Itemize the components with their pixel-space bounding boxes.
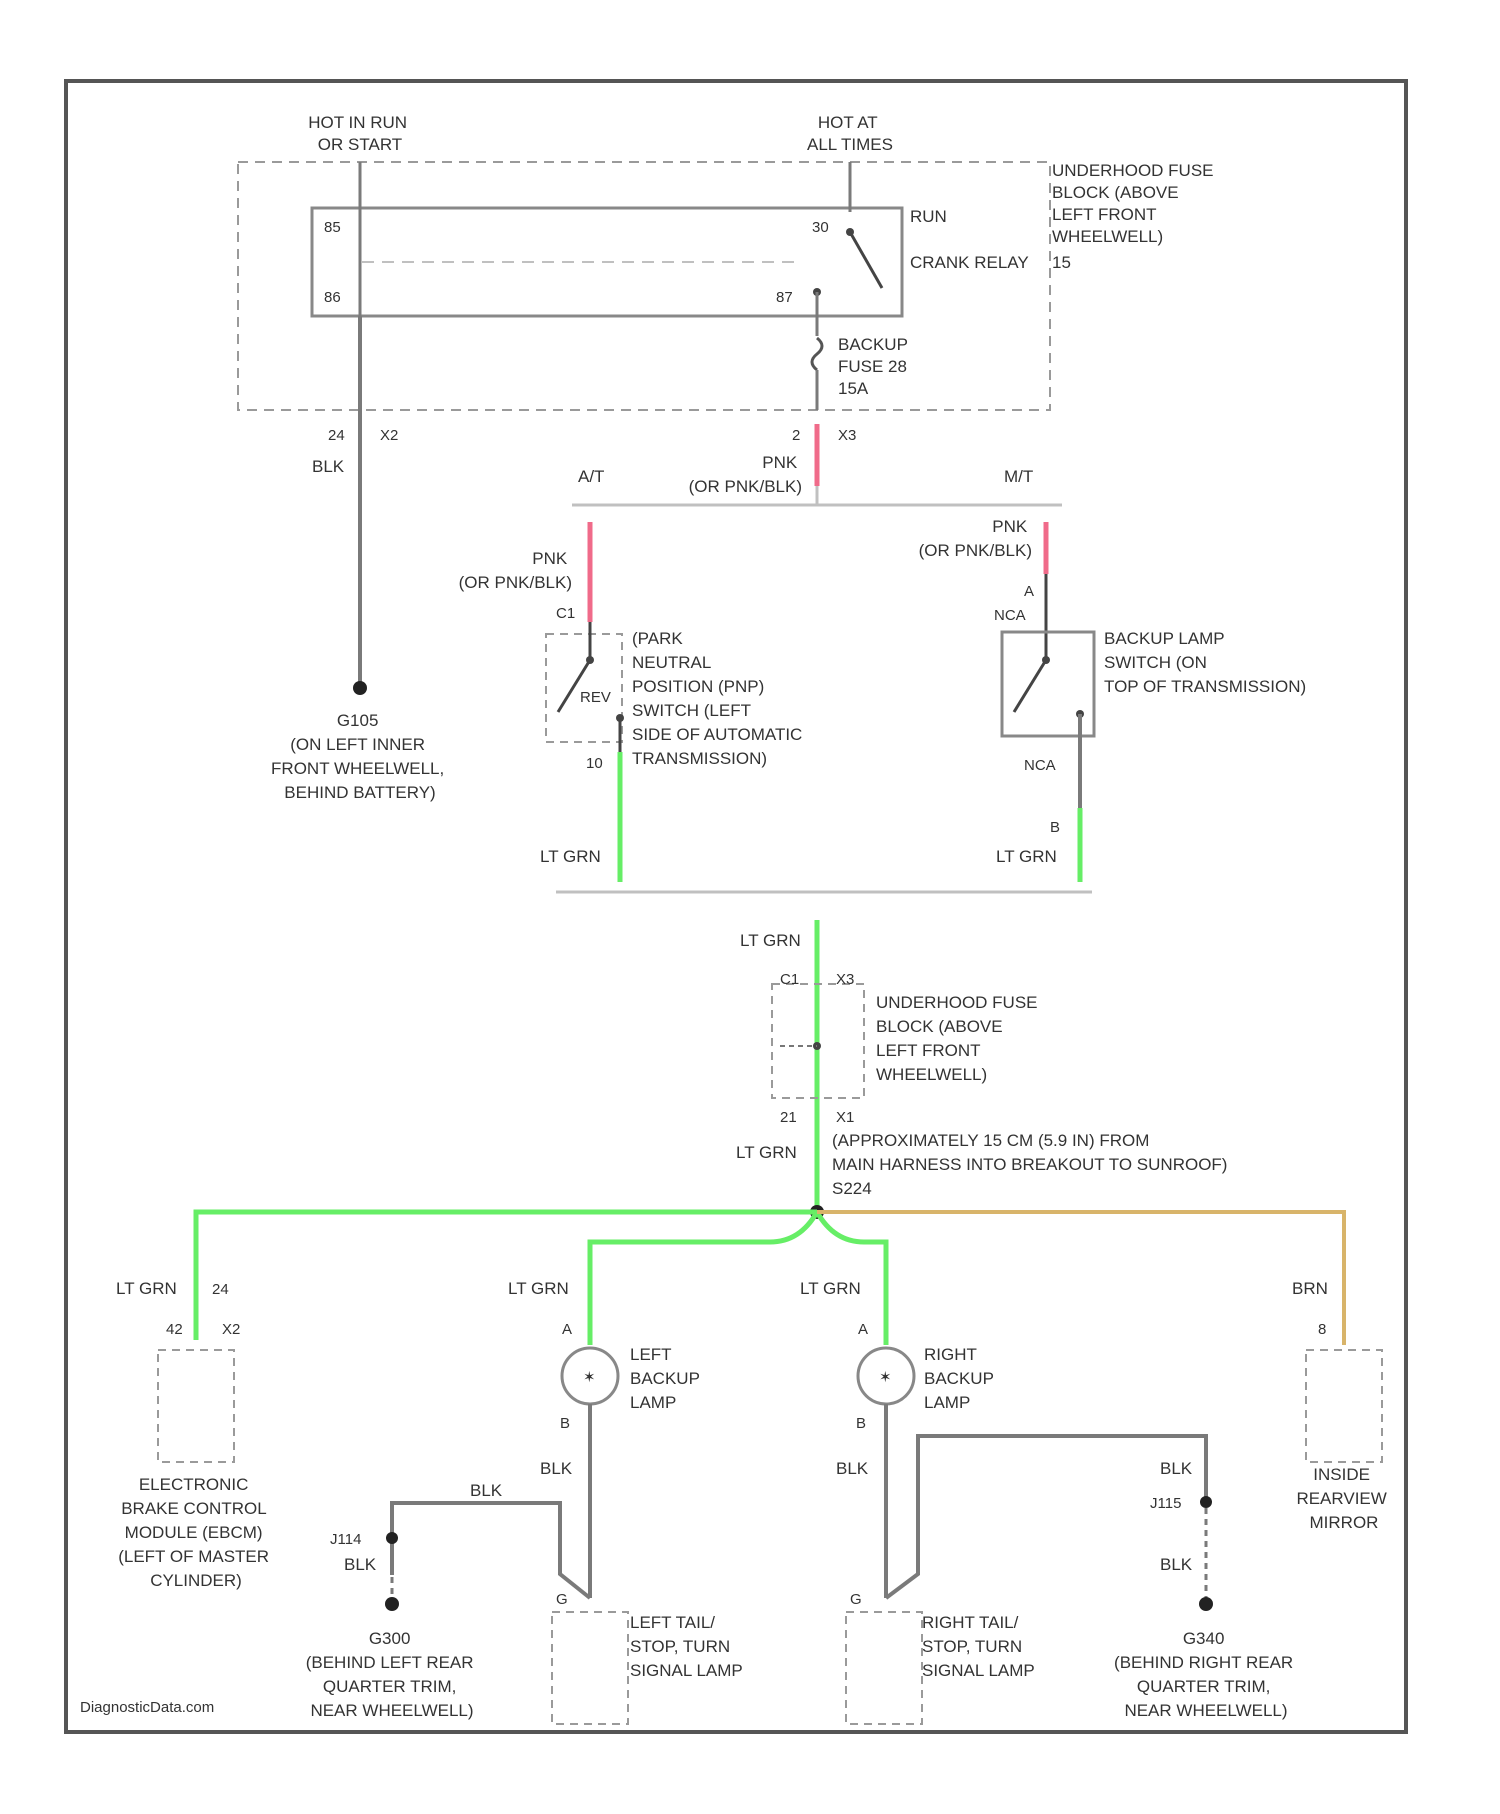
pnp-pin-c1: C1 xyxy=(556,605,575,622)
underhood-fuse-block-label: UNDERHOOD FUSE BLOCK (ABOVE LEFT FRONT W… xyxy=(1052,161,1218,246)
left-tail-lamp-label: LEFT TAIL/ STOP, TURN SIGNAL LAMP xyxy=(630,1613,743,1680)
splice-wire-label: LT GRN xyxy=(736,1143,797,1162)
right-ground-wire-label: BLK xyxy=(1160,1555,1193,1574)
ground-g300-dot xyxy=(385,1597,399,1611)
backup-switch-label: BACKUP LAMP SWITCH (ON TOP OF TRANSMISSI… xyxy=(1104,629,1306,696)
backup-switch-nca-bottom: NCA xyxy=(1024,757,1056,774)
ebcm-label: ELECTRONIC BRAKE CONTROL MODULE (EBCM) (… xyxy=(118,1475,274,1590)
backup-switch-out-wire-label: LT GRN xyxy=(996,847,1057,866)
ebcm-box xyxy=(158,1350,234,1462)
right-tail-lamp-box xyxy=(846,1612,922,1724)
fuse-block2-label: UNDERHOOD FUSE BLOCK (ABOVE LEFT FRONT W… xyxy=(876,993,1042,1084)
pin-30: 30 xyxy=(812,219,829,236)
splice-j115-dot xyxy=(1200,1496,1212,1508)
backup-switch-nca-top: NCA xyxy=(994,607,1026,624)
pnp-out-wire-label: LT GRN xyxy=(540,847,601,866)
ebcm-wire-label: LT GRN xyxy=(116,1279,177,1298)
run-label: RUN xyxy=(910,207,947,226)
hot-run-start-label: HOT IN RUN OR START xyxy=(308,113,412,154)
left-lamp-pin-b: B xyxy=(560,1415,570,1432)
backup-switch-pin-b: B xyxy=(1050,819,1060,836)
ebcm-conn: X2 xyxy=(222,1321,240,1338)
branch-at-label: A/T xyxy=(578,467,604,486)
right-tail-lamp-label: RIGHT TAIL/ STOP, TURN SIGNAL LAMP xyxy=(922,1613,1035,1680)
backup-fuse-symbol xyxy=(812,338,822,370)
ground-g340-label: G340 (BEHIND RIGHT REAR QUARTER TRIM, NE… xyxy=(1114,1629,1298,1720)
merge-wire-label: LT GRN xyxy=(740,931,801,950)
fuse-block2-conn-x3: X3 xyxy=(836,971,854,988)
right-lamp-bulb-glyph: ✶ xyxy=(879,1369,892,1386)
ebcm-pin: 42 xyxy=(166,1321,183,1338)
pnp-switch-label: (PARK NEUTRAL POSITION (PNP) SWITCH (LEF… xyxy=(632,629,807,768)
mirror-label: INSIDE REARVIEW MIRROR xyxy=(1296,1465,1391,1532)
relay-switch-arm xyxy=(850,232,882,288)
wire-right-tail-ground xyxy=(886,1436,1206,1598)
left-lamp-wire-label: LT GRN xyxy=(508,1279,569,1298)
mirror-wire-label: BRN xyxy=(1292,1279,1328,1298)
left-tail-pin: G xyxy=(556,1591,568,1608)
left-lamp-out-wire-label: BLK xyxy=(540,1459,573,1478)
right-lamp-wire-label: LT GRN xyxy=(800,1279,861,1298)
left-lamp-pin-a: A xyxy=(562,1321,572,1338)
pnp-pin-10: 10 xyxy=(586,755,603,772)
pin-85: 85 xyxy=(324,219,341,236)
pnp-rev-label: REV xyxy=(580,689,611,706)
watermark: DiagnosticData.com xyxy=(80,1699,214,1716)
ground-g105-label: G105 (ON LEFT INNER FRONT WHEELWELL, BEH… xyxy=(271,711,449,802)
pnp-wire-label: PNK (OR PNK/BLK) xyxy=(459,549,572,592)
right-tail-pin: G xyxy=(850,1591,862,1608)
left-ground-wire-label: BLK xyxy=(344,1555,377,1574)
left-ground-top-wire: BLK xyxy=(470,1481,503,1500)
wire-left-tail-ground xyxy=(392,1503,590,1598)
left-conn-x2: X2 xyxy=(380,427,398,444)
splice-j114-dot xyxy=(386,1532,398,1544)
backup-switch-wire-label: PNK (OR PNK/BLK) xyxy=(919,517,1032,560)
pnp-switch-outline xyxy=(546,634,622,742)
right-pin-2: 2 xyxy=(792,427,800,444)
backup-fuse-label: BACKUP FUSE 28 15A xyxy=(838,335,912,398)
ground-g340-dot xyxy=(1199,1597,1213,1611)
left-pin-24: 24 xyxy=(328,427,345,444)
left-lamp-bulb-glyph: ✶ xyxy=(583,1369,596,1386)
right-lamp-pin-a: A xyxy=(858,1321,868,1338)
ground-g105-dot xyxy=(353,681,367,695)
splice-j114-label: J114 xyxy=(330,1531,361,1548)
blk-label-top: BLK xyxy=(312,457,345,476)
ground-g300-label: G300 (BEHIND LEFT REAR QUARTER TRIM, NEA… xyxy=(306,1629,479,1720)
splice-note: (APPROXIMATELY 15 CM (5.9 IN) FROM MAIN … xyxy=(832,1131,1227,1174)
fuse-block2-pin-c1: C1 xyxy=(780,971,799,988)
splice-j115-label: J115 xyxy=(1150,1495,1181,1512)
right-lamp-out-wire-label: BLK xyxy=(836,1459,869,1478)
backup-switch-pin-a: A xyxy=(1024,583,1034,600)
relay-ref-label: 15 xyxy=(1052,253,1071,272)
backup-switch-arm xyxy=(1014,660,1046,712)
mirror-box xyxy=(1306,1350,1382,1462)
wire-to-left-lamp xyxy=(590,1212,817,1345)
branch-mt-label: M/T xyxy=(1004,467,1033,486)
crank-relay-label: CRANK RELAY xyxy=(910,253,1029,272)
pnk-main-label: PNK (OR PNK/BLK) xyxy=(689,453,802,496)
right-backup-lamp-label: RIGHT BACKUP LAMP xyxy=(924,1345,998,1412)
hot-all-times-label: HOT AT ALL TIMES xyxy=(807,113,893,154)
wire-to-mirror xyxy=(817,1212,1344,1345)
fuse-block2-pin-21: 21 xyxy=(780,1109,797,1126)
ebcm-wire-ref: 24 xyxy=(212,1281,229,1298)
pin-86: 86 xyxy=(324,289,341,306)
splice-id: S224 xyxy=(832,1179,872,1198)
wire-to-ebcm xyxy=(196,1212,817,1340)
right-conn-x3: X3 xyxy=(838,427,856,444)
fuse-block2-conn-x1: X1 xyxy=(836,1109,854,1126)
left-backup-lamp-label: LEFT BACKUP LAMP xyxy=(630,1345,704,1412)
pin-87: 87 xyxy=(776,289,793,306)
left-tail-lamp-box xyxy=(552,1612,628,1724)
mirror-pin: 8 xyxy=(1318,1321,1326,1338)
right-lamp-pin-b: B xyxy=(856,1415,866,1432)
right-ground-top-wire: BLK xyxy=(1160,1459,1193,1478)
